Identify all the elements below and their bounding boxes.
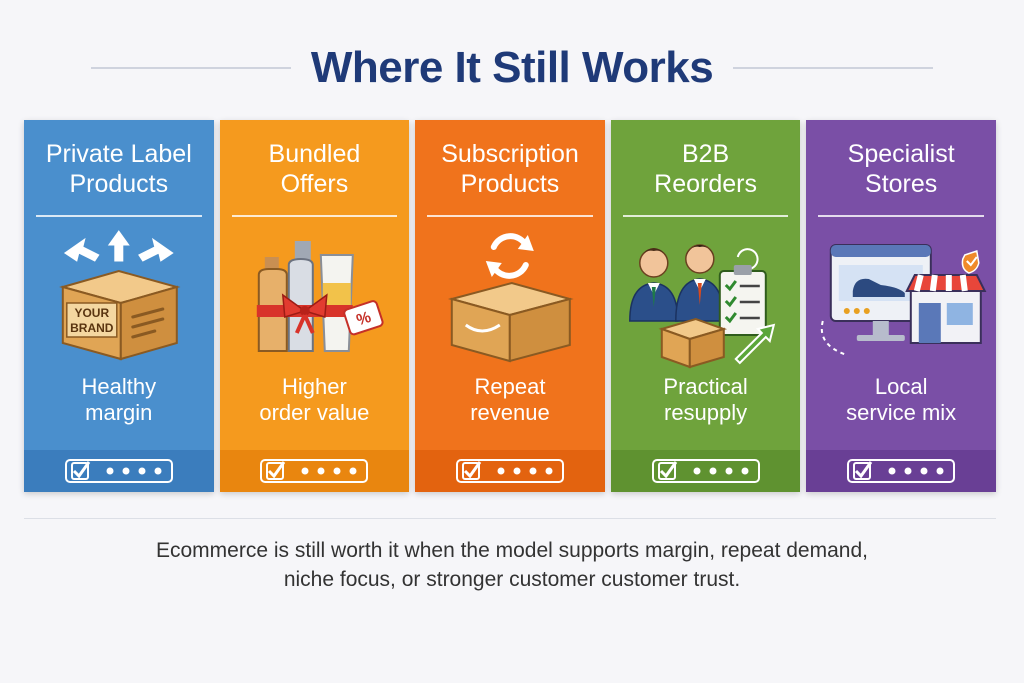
card-benefit: Local service mix [806,374,996,426]
gift-bundle-icon: % [220,225,410,375]
card-title: Bundled Offers [220,120,410,212]
title-left-rule [90,67,291,69]
card-title-line-2: Reorders [654,170,757,198]
card-bundled-offers: Bundled Offers % Hig [219,120,410,492]
card-benefit-line-1: Practical [663,374,748,399]
card-rating-bar [610,450,801,492]
card-divider [231,215,398,217]
card-title-line-1: Bundled [268,140,361,168]
box-label-brand: BRAND [70,321,114,335]
checked-rating-icon [455,459,564,483]
card-benefit-line-2: resupply [664,400,748,425]
box-label-your: YOUR [74,306,109,320]
page-title: Where It Still Works [310,43,714,92]
card-rating-bar [219,450,410,492]
checked-rating-icon [651,459,760,483]
card-title-line-1: Private Label [45,140,192,168]
checked-rating-icon [64,459,173,483]
card-benefit: Repeat revenue [415,374,605,426]
caption-line-2: niche focus, or stronger customer custom… [283,568,741,591]
card-benefit-line-1: Repeat [474,374,546,399]
card-subscription-products: Subscription Products Repeat revenue [415,120,605,492]
card-benefit-line-2: margin [85,400,153,425]
card-title-line-2: Products [69,170,169,198]
card-title-line-1: B2B [681,140,730,168]
card-title-line-2: Products [460,170,560,198]
card-rating-bar [415,450,605,492]
card-benefit-line-2: revenue [470,400,550,425]
card-benefit-line-2: service mix [846,400,957,425]
branded-box-icon: YOUR BRAND [24,225,214,375]
caption-line-1: Ecommerce is still worth it when the mod… [156,539,868,562]
card-specialist-stores: Specialist Stores [806,120,996,492]
card-private-label: Private Label Products YOUR BRAND [24,120,214,492]
card-benefit-line-1: Local [874,374,928,399]
card-divider [427,215,593,217]
card-rating-bar [806,450,996,492]
card-benefit-line-1: Higher [281,374,347,399]
card-rating-bar [24,450,214,492]
checked-rating-icon [847,459,956,483]
summary-caption: Ecommerce is still worth it when the mod… [0,536,1024,594]
title-right-rule [733,67,934,69]
card-benefit: Practical resupply [611,374,801,426]
storefront-icon [806,225,996,375]
card-title-line-1: Specialist [847,140,955,168]
card-benefit: Higher order value [220,374,410,426]
checked-rating-icon [260,459,369,483]
card-title-line-1: Subscription [441,140,579,168]
cards-row: Private Label Products YOUR BRAND [24,120,996,492]
card-title-line-2: Stores [865,170,938,198]
section-divider [24,518,996,519]
card-divider [622,215,789,217]
business-reorder-icon [611,225,801,375]
card-benefit: Healthy margin [24,374,214,426]
card-title: Specialist Stores [806,120,996,212]
card-title: Subscription Products [415,120,605,212]
card-title: Private Label Products [24,120,214,212]
title-bar: Where It Still Works [0,38,1024,98]
discount-tag-text: % [354,309,373,330]
card-title-line-2: Offers [280,170,349,198]
card-title: B2B Reorders [611,120,801,212]
card-b2b-reorders: B2B Reorders [610,120,801,492]
card-divider [818,215,984,217]
recurring-box-icon [415,225,605,375]
card-benefit-line-1: Healthy [81,374,157,399]
card-benefit-line-2: order value [259,400,370,425]
card-divider [36,215,202,217]
